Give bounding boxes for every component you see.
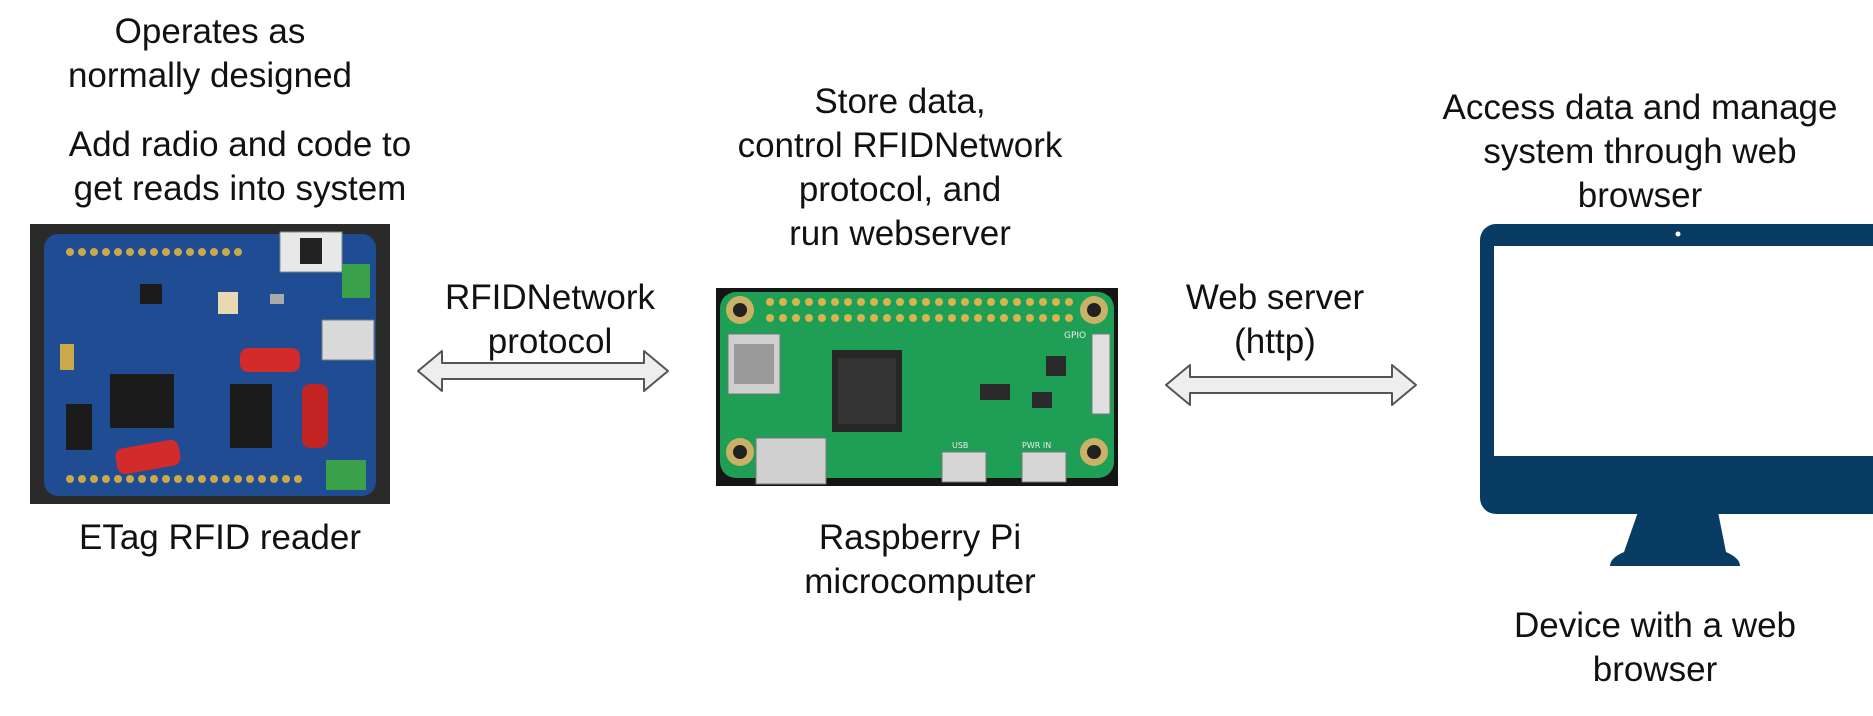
etag-note-add-radio: Add radio and code to get reads into sys… <box>68 125 412 208</box>
pi-usb-silkscreen: USB <box>952 441 968 450</box>
etag-pcb <box>44 234 376 496</box>
web-double-arrow <box>1165 364 1417 406</box>
rfid-link-label: RFIDNetwork protocol <box>444 278 656 361</box>
pi-note: Store data, control RFIDNetwork protocol… <box>737 82 1063 253</box>
pi-gpio-silkscreen: GPIO <box>1064 331 1086 341</box>
pi-pcb <box>720 292 1114 478</box>
pi-label: Raspberry Pi microcomputer <box>804 518 1036 601</box>
etag-note-operates: Operates as normally designed <box>67 12 353 95</box>
raspberry-pi-board-image: GPIO USB PWR IN <box>716 288 1118 486</box>
browser-note: Access data and manage system through we… <box>1442 88 1838 215</box>
pi-pwr-silkscreen: PWR IN <box>1022 441 1051 450</box>
etag-rfid-board-image <box>30 224 390 504</box>
rfid-double-arrow <box>417 350 669 392</box>
web-link-label: Web server (http) <box>1185 278 1365 361</box>
etag-label: ETag RFID reader <box>78 518 362 557</box>
monitor-icon <box>1480 224 1873 566</box>
browser-label: Device with a web browser <box>1513 606 1797 689</box>
